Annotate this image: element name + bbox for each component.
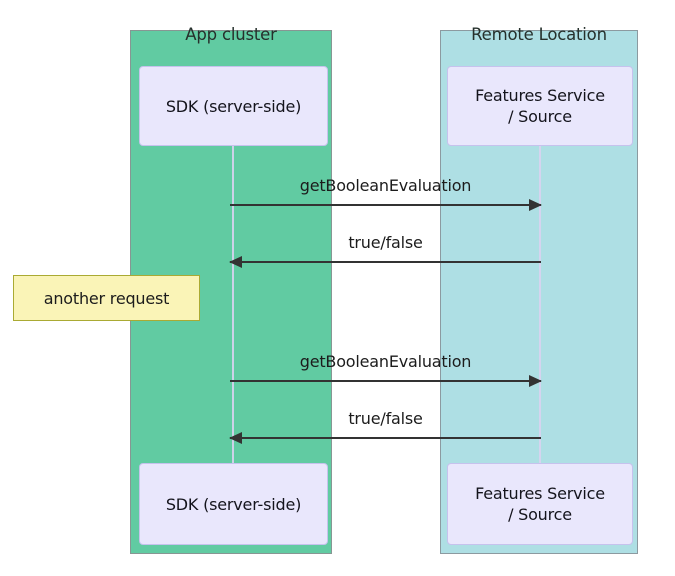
message-label: true/false (348, 233, 423, 252)
arrow-left-icon (229, 256, 541, 268)
note-another-request: another request (13, 275, 200, 321)
actor-sdk-bottom: SDK (server-side) (139, 463, 328, 545)
message-label: true/false (348, 409, 423, 428)
arrow-right-icon (230, 375, 542, 387)
lifeline-features-service (539, 145, 541, 463)
actor-sdk-top: SDK (server-side) (139, 66, 328, 146)
arrow-right-icon (230, 199, 542, 211)
arrow-left-icon (229, 432, 541, 444)
actor-features-service-bottom: Features Service / Source (447, 463, 633, 545)
actor-features-service-top: Features Service / Source (447, 66, 633, 146)
message-label: getBooleanEvaluation (299, 352, 472, 371)
group-remote-location-label: Remote Location (471, 25, 607, 44)
group-app-cluster-label: App cluster (185, 25, 277, 44)
message-label: getBooleanEvaluation (299, 176, 472, 195)
lifeline-sdk (232, 146, 234, 463)
